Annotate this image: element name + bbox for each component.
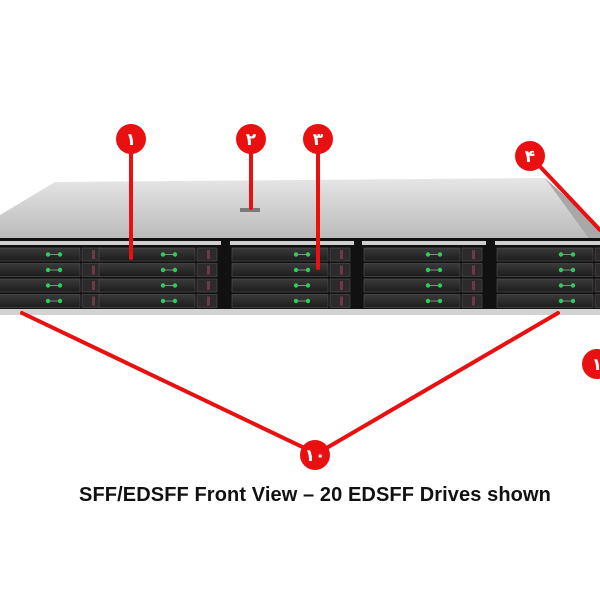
drive-led-icon <box>293 283 299 288</box>
drive-led-icon <box>305 252 311 257</box>
cage-latch <box>495 241 600 245</box>
cage-latch <box>362 241 486 245</box>
drive-bay[interactable] <box>231 294 351 308</box>
drive-led-icon <box>172 267 178 273</box>
drive-bay[interactable] <box>363 278 483 293</box>
drive-led-icon <box>45 283 51 288</box>
drive-led-icon <box>558 298 564 304</box>
drive-bay[interactable] <box>98 278 218 293</box>
cage-latch <box>97 241 221 245</box>
callout-label: ۳ <box>313 130 324 150</box>
drive-bay[interactable] <box>98 263 218 277</box>
chassis-top <box>0 178 600 240</box>
drive-bay[interactable] <box>363 294 483 308</box>
drive-led-icon <box>425 252 431 257</box>
drive-led-icon <box>160 283 166 288</box>
drive-led-icon <box>425 267 431 273</box>
drive-led-icon <box>305 283 311 288</box>
callout-label: ۱ <box>592 355 600 375</box>
drive-led-icon <box>293 252 299 257</box>
drive-bay[interactable] <box>231 263 351 277</box>
callout-4: ۴ <box>515 141 545 171</box>
drive-led-icon <box>172 298 178 304</box>
drive-led-icon <box>425 283 431 288</box>
drive-led-icon <box>437 283 443 288</box>
drive-bay[interactable] <box>496 294 600 308</box>
drive-led-icon <box>160 267 166 273</box>
drive-bay[interactable] <box>0 247 103 262</box>
chassis-right-side <box>545 178 600 240</box>
drive-led-icon <box>558 252 564 257</box>
drive-led-icon <box>558 267 564 273</box>
drive-release[interactable] <box>594 263 600 277</box>
drive-cage <box>362 241 486 308</box>
drive-cage <box>230 241 354 308</box>
drive-bay[interactable] <box>496 247 600 262</box>
callout-line <box>528 154 600 232</box>
callout-label: ۱ <box>126 130 136 150</box>
callout-label: ۱۰ <box>305 446 326 466</box>
drive-led-icon <box>570 283 576 288</box>
drive-bay[interactable] <box>0 294 103 308</box>
bottom-rail <box>0 309 600 315</box>
drive-bay[interactable] <box>231 247 351 262</box>
drive-bay[interactable] <box>231 278 351 293</box>
drive-led-icon <box>305 267 311 273</box>
drive-cage <box>495 241 600 308</box>
cage-latch <box>0 241 106 245</box>
callout-label: ۴ <box>525 147 535 167</box>
drive-bay[interactable] <box>496 278 600 293</box>
drive-led-icon <box>45 267 51 273</box>
figure-caption: SFF/EDSFF Front View – 20 EDSFF Drives s… <box>79 484 551 506</box>
callout-2: ۲ <box>236 124 266 154</box>
drive-led-icon <box>570 298 576 304</box>
drive-led-icon <box>172 252 178 257</box>
drive-led-icon <box>45 252 51 257</box>
drive-led-icon <box>437 267 443 273</box>
drive-led-icon <box>437 298 443 304</box>
drive-cage <box>0 241 106 308</box>
drive-cage <box>97 241 221 308</box>
drive-release[interactable] <box>594 247 600 262</box>
drive-bay[interactable] <box>98 294 218 308</box>
cage-latch <box>230 241 354 245</box>
chassis-badge <box>240 208 260 212</box>
drive-led-icon <box>57 298 63 304</box>
drive-led-icon <box>160 252 166 257</box>
drive-release[interactable] <box>594 278 600 293</box>
drive-led-icon <box>570 267 576 273</box>
drive-release[interactable] <box>594 294 600 308</box>
drive-led-icon <box>57 252 63 257</box>
drive-led-icon <box>558 283 564 288</box>
drive-led-icon <box>160 298 166 304</box>
drive-led-icon <box>293 267 299 273</box>
callout-line <box>316 311 560 455</box>
callout-line <box>20 311 317 455</box>
drive-bay[interactable] <box>98 247 218 262</box>
drive-led-icon <box>172 283 178 288</box>
drive-led-icon <box>437 252 443 257</box>
drive-bay[interactable] <box>363 247 483 262</box>
drive-led-icon <box>293 298 299 304</box>
drive-led-icon <box>305 298 311 304</box>
callout-label: ۲ <box>246 130 257 150</box>
drive-bay[interactable] <box>0 263 103 277</box>
callout-10: ۱۰ <box>300 440 330 470</box>
drive-led-icon <box>570 252 576 257</box>
drive-bay[interactable] <box>496 263 600 277</box>
drive-bay[interactable] <box>0 278 103 293</box>
drive-led-icon <box>45 298 51 304</box>
drive-bay[interactable] <box>363 263 483 277</box>
callout-3: ۳ <box>303 124 333 154</box>
drive-led-icon <box>425 298 431 304</box>
callout-partial: ۱ <box>582 349 600 379</box>
drive-led-icon <box>57 283 63 288</box>
callout-1: ۱ <box>116 124 146 154</box>
drive-led-icon <box>57 267 63 273</box>
